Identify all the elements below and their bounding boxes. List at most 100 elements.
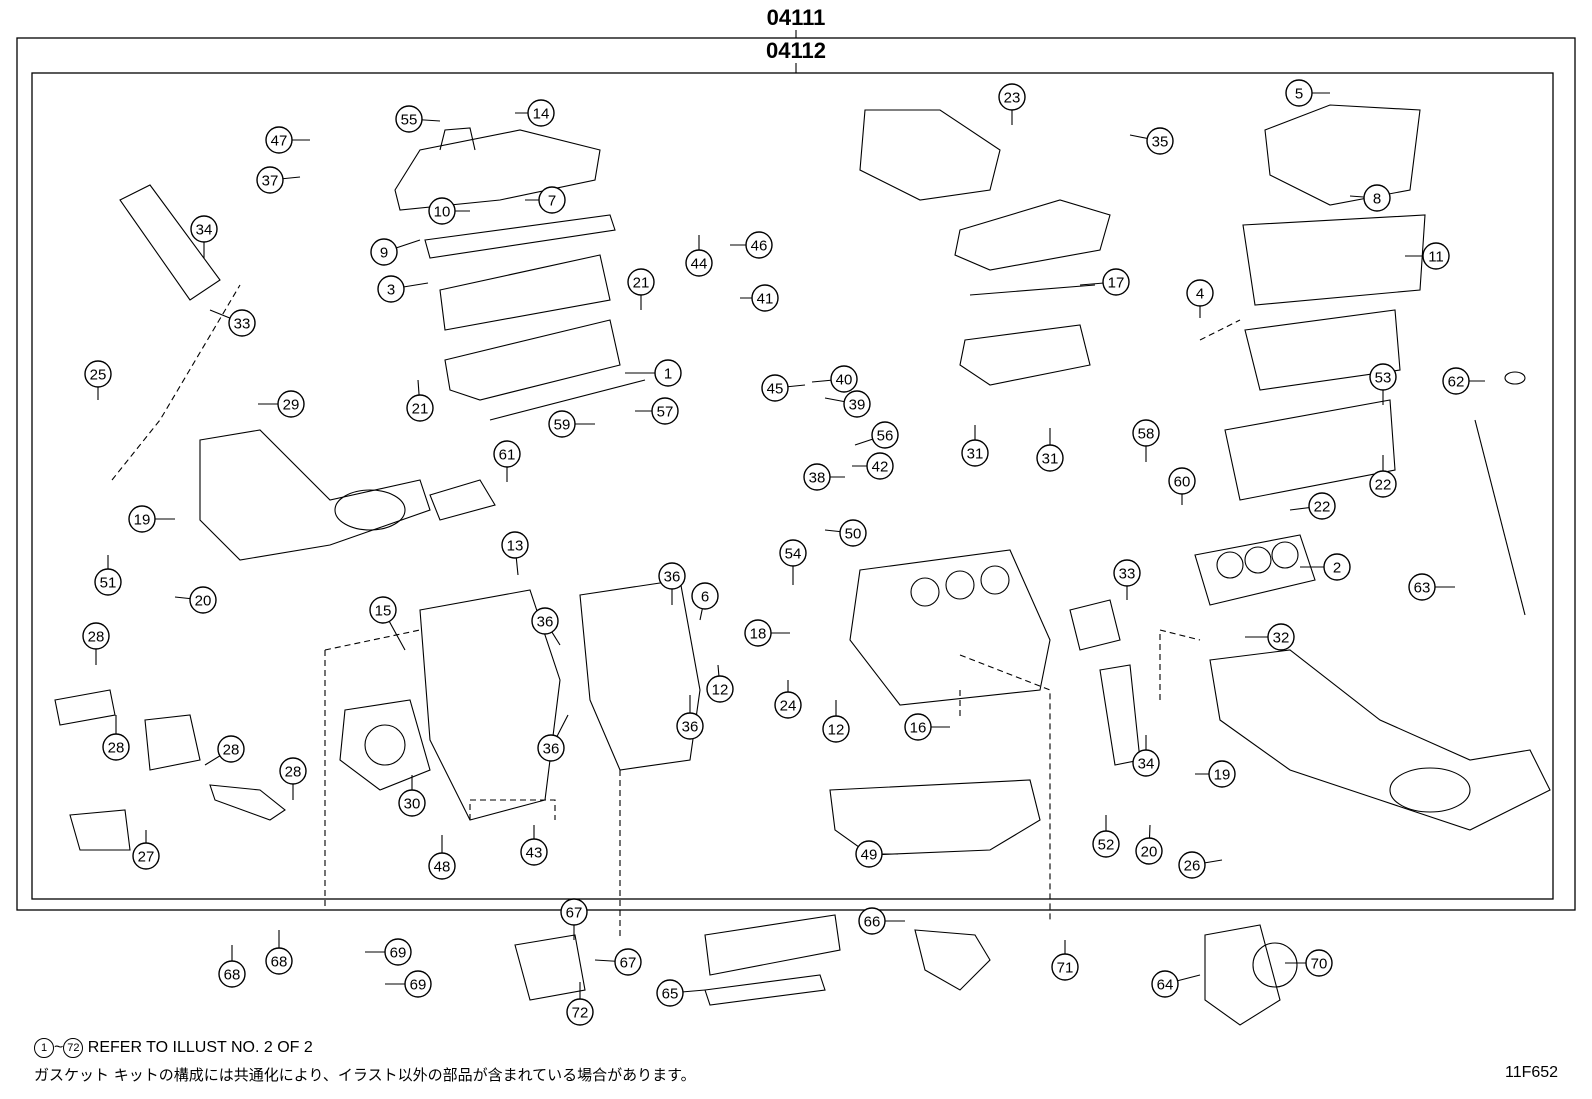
callout-number: 32 bbox=[1273, 630, 1290, 647]
callout-21: 21 bbox=[406, 379, 434, 422]
callout-number: 36 bbox=[664, 569, 681, 586]
callout-circle bbox=[1285, 79, 1313, 107]
callout-34: 34 bbox=[1132, 735, 1160, 777]
callout-62: 62 bbox=[1442, 367, 1485, 395]
callout-circle bbox=[1208, 760, 1236, 788]
callout-circle bbox=[651, 397, 679, 425]
callout-circle bbox=[1186, 279, 1214, 307]
callout-69: 69 bbox=[365, 938, 412, 966]
callout-number: 48 bbox=[434, 859, 451, 876]
callout-68: 68 bbox=[265, 930, 293, 975]
callout-number: 12 bbox=[828, 722, 845, 739]
callout-circle bbox=[428, 197, 456, 225]
callout-number: 41 bbox=[757, 291, 774, 308]
callout-18: 18 bbox=[744, 619, 790, 647]
callout-26: 26 bbox=[1178, 851, 1223, 879]
callout-number: 6 bbox=[701, 589, 709, 606]
callout-number: 45 bbox=[767, 381, 784, 398]
callout-number: 39 bbox=[849, 397, 866, 414]
callout-number: 58 bbox=[1138, 426, 1155, 443]
callout-circle bbox=[1323, 553, 1351, 581]
callout-29: 29 bbox=[258, 390, 305, 418]
callout-64: 64 bbox=[1151, 970, 1201, 998]
callout-number: 20 bbox=[1141, 844, 1158, 861]
callout-circle bbox=[744, 619, 772, 647]
callout-number: 50 bbox=[845, 526, 862, 543]
callout-circle bbox=[228, 309, 256, 337]
callout-circle bbox=[1092, 830, 1120, 858]
callout-12: 12 bbox=[822, 700, 850, 743]
callout-31: 31 bbox=[961, 425, 989, 467]
callout-circle bbox=[1442, 367, 1470, 395]
callout-35: 35 bbox=[1129, 127, 1174, 155]
callout-number: 4 bbox=[1196, 286, 1204, 303]
footer-japanese-note: ガスケット キットの構成には共通化により、イラスト以外の部品が含まれている場合が… bbox=[34, 1066, 696, 1084]
callout-circle bbox=[1369, 363, 1397, 391]
callout-66: 66 bbox=[858, 907, 905, 935]
callout-circle bbox=[745, 231, 773, 259]
callout-36: 36 bbox=[658, 562, 686, 605]
callout-33: 33 bbox=[1113, 559, 1141, 600]
callout-number: 60 bbox=[1174, 474, 1191, 491]
callout-circle bbox=[803, 463, 831, 491]
callout-number: 56 bbox=[877, 428, 894, 445]
callout-31: 31 bbox=[1036, 428, 1064, 472]
callout-40: 40 bbox=[811, 365, 858, 393]
callout-70: 70 bbox=[1285, 949, 1333, 977]
callout-circle bbox=[614, 948, 642, 976]
callout-61: 61 bbox=[493, 440, 521, 482]
callout-number: 11 bbox=[1428, 249, 1444, 266]
callout-number: 55 bbox=[401, 112, 418, 129]
callout-10: 10 bbox=[428, 197, 470, 225]
callout-number: 51 bbox=[100, 575, 117, 592]
callout-circle bbox=[265, 947, 293, 975]
callout-number: 46 bbox=[751, 238, 768, 255]
callout-52: 52 bbox=[1092, 815, 1120, 858]
callout-circle bbox=[398, 789, 426, 817]
callout-circle bbox=[1151, 970, 1179, 998]
callout-circle bbox=[1369, 470, 1397, 498]
callout-39: 39 bbox=[824, 390, 871, 418]
callout-circle bbox=[217, 735, 245, 763]
callout-circle bbox=[706, 675, 734, 703]
callout-number: 69 bbox=[410, 977, 427, 994]
callout-number: 62 bbox=[1448, 374, 1465, 391]
callout-circle bbox=[656, 979, 684, 1007]
callout-number: 10 bbox=[434, 204, 451, 221]
callout-circle bbox=[961, 439, 989, 467]
callout-number: 42 bbox=[872, 459, 889, 476]
callout-46: 46 bbox=[730, 231, 773, 259]
callout-circle bbox=[855, 840, 883, 868]
callout-number: 23 bbox=[1004, 90, 1021, 107]
callout-number: 47 bbox=[271, 133, 288, 150]
callout-36: 36 bbox=[531, 607, 561, 646]
callout-number: 28 bbox=[285, 764, 302, 781]
callout-47: 47 bbox=[265, 126, 310, 154]
callout-circle bbox=[128, 505, 156, 533]
callout-68: 68 bbox=[218, 945, 246, 988]
callout-circle bbox=[658, 562, 686, 590]
callout-54: 54 bbox=[779, 539, 807, 585]
callout-circle bbox=[190, 215, 218, 243]
callout-number: 28 bbox=[108, 740, 125, 757]
callout-number: 24 bbox=[780, 698, 797, 715]
callout-51: 51 bbox=[94, 555, 122, 596]
callout-circle bbox=[1408, 573, 1436, 601]
callout-number: 59 bbox=[554, 417, 571, 434]
callout-number: 65 bbox=[662, 986, 679, 1003]
callout-number: 21 bbox=[412, 401, 429, 418]
callout-number: 67 bbox=[620, 955, 637, 972]
callout-72: 72 bbox=[566, 982, 594, 1026]
assembly-number-outer: 04111 bbox=[767, 5, 826, 30]
callout-13: 13 bbox=[501, 531, 529, 576]
callout-number: 2 bbox=[1333, 560, 1341, 577]
callout-34: 34 bbox=[190, 215, 218, 258]
callout-2: 2 bbox=[1300, 553, 1351, 581]
callout-number: 26 bbox=[1184, 858, 1201, 875]
callout-number: 17 bbox=[1108, 275, 1125, 292]
callout-number: 30 bbox=[404, 796, 421, 813]
callout-19: 19 bbox=[1195, 760, 1236, 788]
callout-circle bbox=[691, 582, 719, 610]
